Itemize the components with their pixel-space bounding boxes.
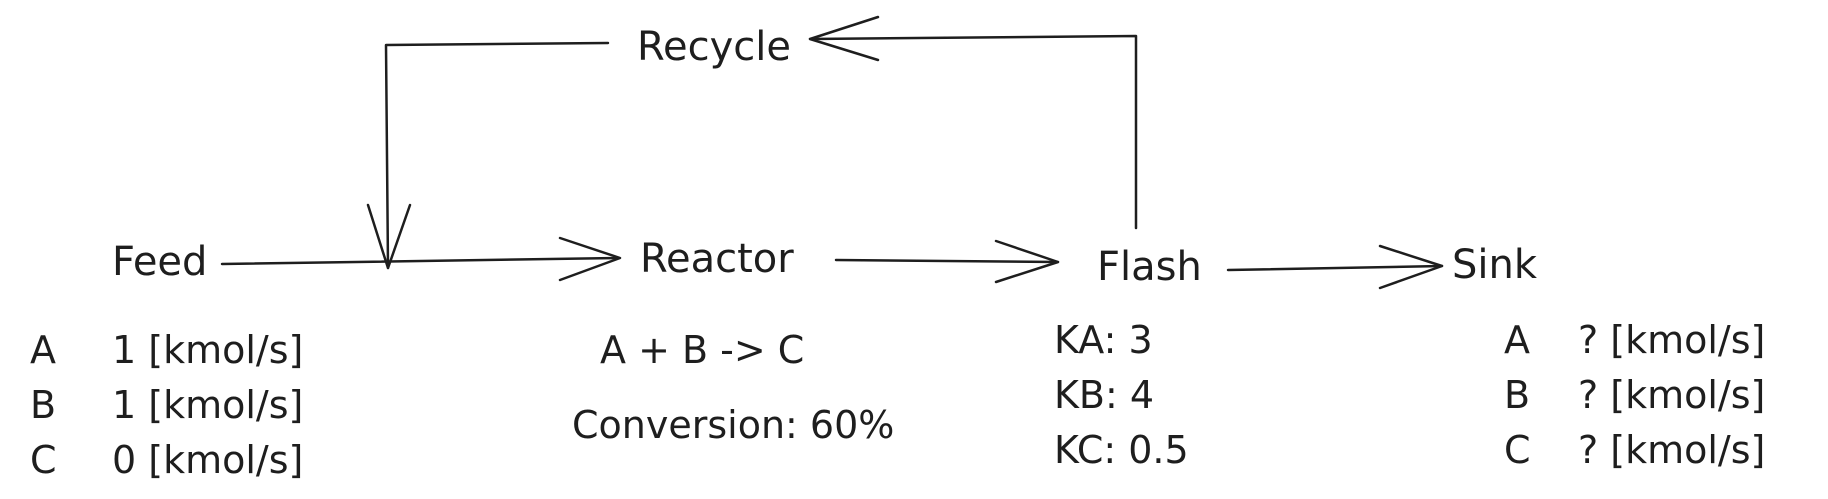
sink-label: Sink xyxy=(1452,242,1538,288)
recycle-label: Recycle xyxy=(637,24,791,70)
flash-to-recycle-arrow xyxy=(808,34,1138,230)
flash-to-sink-arrow xyxy=(1226,264,1444,272)
recycle-to-mixer-arrow xyxy=(384,41,610,270)
feed-value-b: 1 [kmol/s] xyxy=(112,383,303,427)
flash-constants: KA: 3 KB: 4 KC: 0.5 xyxy=(1054,318,1189,472)
sink-value-b: ? [kmol/s] xyxy=(1578,373,1765,417)
sink-value-a: ? [kmol/s] xyxy=(1578,318,1765,362)
feed-to-reactor-arrow xyxy=(220,256,620,266)
sink-component-a: A xyxy=(1504,318,1530,362)
feed-component-b: B xyxy=(30,383,56,427)
flash-kb: KB: 4 xyxy=(1054,373,1154,417)
feed-value-a: 1 [kmol/s] xyxy=(112,328,303,372)
reactor-to-flash-arrow xyxy=(834,258,1060,264)
sink-component-c: C xyxy=(1504,428,1531,472)
reaction-equation: A + B -> C xyxy=(600,328,804,372)
flash-kc: KC: 0.5 xyxy=(1054,428,1189,472)
flash-to-recycle-arrowhead xyxy=(808,15,880,62)
flash-ka: KA: 3 xyxy=(1054,318,1153,362)
conversion-text: Conversion: 60% xyxy=(572,403,894,447)
feed-component-a: A xyxy=(30,328,56,372)
feed-value-c: 0 [kmol/s] xyxy=(112,438,303,482)
reactor-label: Reactor xyxy=(640,236,794,282)
recycle-to-mixer-arrowhead xyxy=(366,203,412,270)
sink-value-c: ? [kmol/s] xyxy=(1578,428,1765,472)
feed-composition: A 1 [kmol/s] B 1 [kmol/s] C 0 [kmol/s] xyxy=(30,328,303,482)
sink-composition: A ? [kmol/s] B ? [kmol/s] C ? [kmol/s] xyxy=(1504,318,1765,472)
reactor-to-flash-arrowhead xyxy=(994,239,1060,284)
node-labels: Recycle Feed Reactor Flash Sink xyxy=(112,24,1538,290)
feed-label: Feed xyxy=(112,239,207,285)
flash-to-sink-arrowhead xyxy=(1378,244,1444,290)
feed-to-reactor-arrowhead xyxy=(558,236,622,282)
edges xyxy=(220,15,1444,290)
feed-component-c: C xyxy=(30,438,57,482)
reactor-info: A + B -> C Conversion: 60% xyxy=(572,328,894,447)
sink-component-b: B xyxy=(1504,373,1530,417)
flash-label: Flash xyxy=(1097,244,1202,290)
